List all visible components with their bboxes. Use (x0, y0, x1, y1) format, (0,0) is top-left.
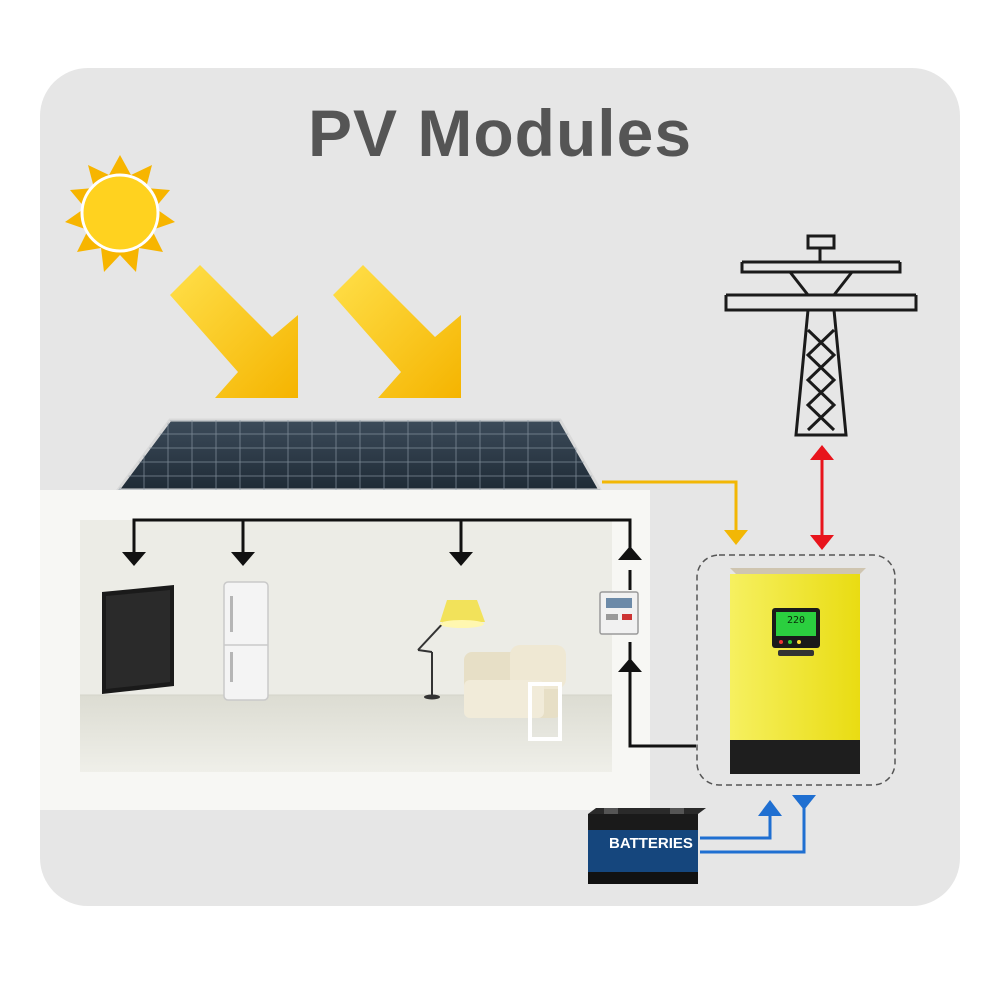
arrow-up-icon (810, 445, 834, 460)
grid-wiring (810, 445, 834, 550)
power-pylon-icon (724, 234, 918, 437)
tv-icon (102, 585, 174, 694)
sunlight-arrow-icon (170, 265, 298, 398)
sunlight-arrow-icon (333, 265, 461, 398)
arrow-down-icon (122, 552, 146, 566)
arrow-up-icon (618, 546, 642, 560)
arrow-down-icon (724, 530, 748, 545)
refrigerator-icon (223, 581, 269, 701)
floor-lamp-icon (417, 600, 485, 700)
inverter-display: 220 (786, 615, 806, 626)
energy-meter-icon (599, 591, 639, 635)
battery-label: BATTERIES (609, 835, 693, 852)
arrow-up-icon (758, 800, 782, 816)
sofa-icon (464, 645, 566, 741)
inverter-frame (696, 554, 896, 786)
battery-icon (588, 808, 706, 884)
arrow-down-icon (810, 535, 834, 550)
arrow-down-icon (449, 552, 473, 566)
arrow-down-icon (231, 552, 255, 566)
inverter-icon (730, 568, 866, 774)
arrow-down-icon (792, 795, 816, 810)
load-wiring (132, 518, 696, 748)
pv-wiring (602, 480, 748, 545)
diagram-title: PV Modules (307, 96, 693, 170)
arrow-up-icon (618, 658, 642, 672)
battery-wiring (700, 808, 806, 854)
sun-icon (65, 155, 175, 272)
solar-panel-icon (115, 418, 603, 492)
